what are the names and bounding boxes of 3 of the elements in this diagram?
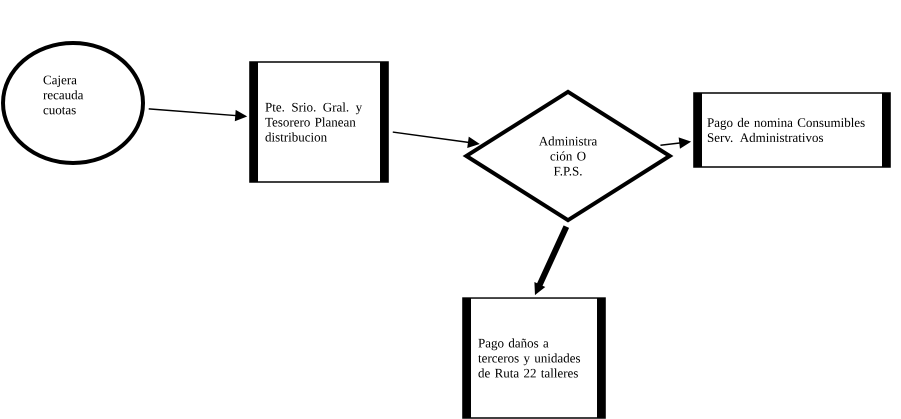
process-box: Pago de nomina Consumibles Serv. Administrativos bbox=[693, 92, 891, 168]
process-box: Pte. Srio. Gral. y Tesorero Planean distribucion bbox=[249, 61, 389, 183]
process-box: Pago daños a terceros y unidades de Ruta 22 talleres bbox=[462, 297, 606, 419]
